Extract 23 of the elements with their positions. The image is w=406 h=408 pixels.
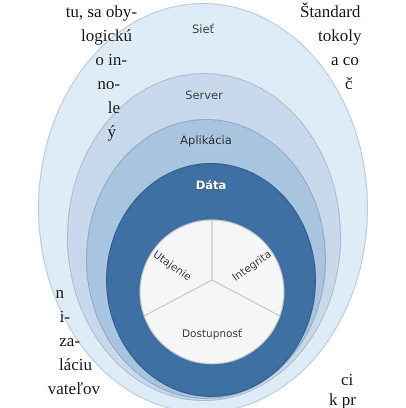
sector-label: Dostupnosť	[182, 328, 242, 340]
text-fragment: vateľov	[48, 379, 100, 399]
text-fragment: logickú	[81, 26, 132, 46]
text-fragment: n	[56, 283, 64, 303]
ring-label: Server	[184, 88, 224, 102]
ring-label: Sieť	[190, 22, 216, 36]
text-fragment: no-	[97, 74, 120, 94]
text-fragment: o in-	[95, 50, 127, 70]
text-fragment: č	[345, 74, 353, 94]
text-fragment: le	[108, 98, 120, 118]
text-fragment: ci	[341, 370, 354, 390]
text-fragment: za-	[59, 331, 80, 351]
text-fragment: láciu	[58, 355, 92, 375]
pie-sector	[144, 280, 280, 364]
text-fragment: a co	[331, 50, 359, 70]
text-fragment: Štandard	[300, 2, 360, 22]
text-fragment: i-	[60, 307, 70, 327]
pie-sector	[212, 220, 284, 316]
text-fragment: tokoly	[318, 26, 362, 46]
text-fragment: tu, sa oby-	[66, 2, 137, 22]
text-fragment: ý	[108, 122, 116, 142]
pie-sector	[140, 220, 212, 316]
ring-label: Dáta	[194, 178, 228, 192]
